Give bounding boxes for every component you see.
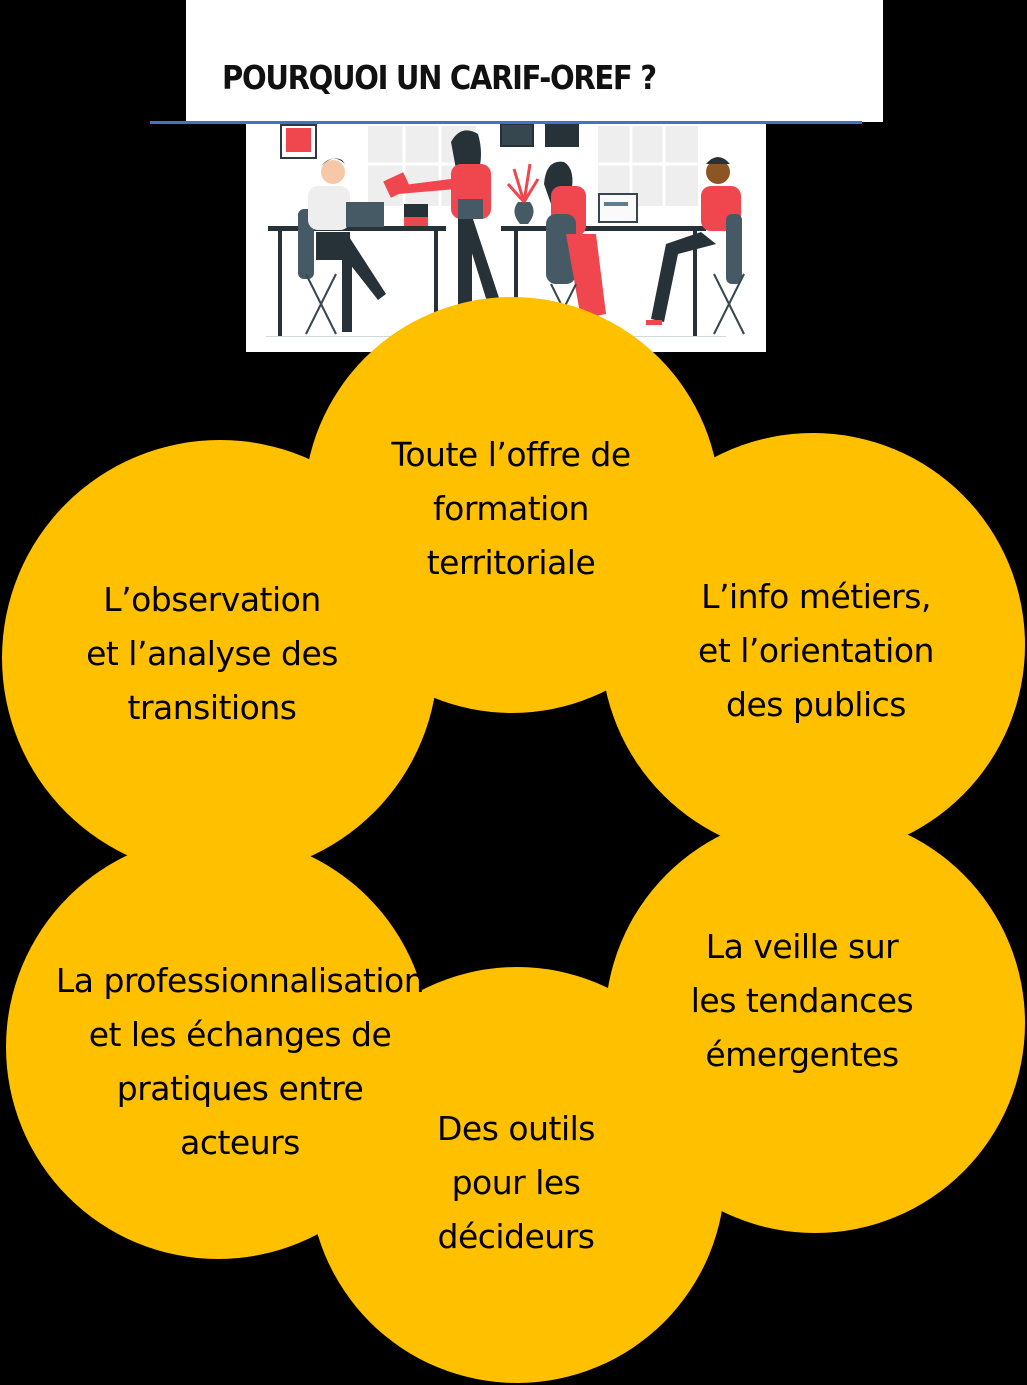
office-illustration-icon bbox=[266, 124, 745, 337]
petal-text-line: formation bbox=[433, 489, 589, 528]
petal-text-line: La veille sur bbox=[705, 927, 899, 966]
page-title: POURQUOI UN CARIF-OREF ? bbox=[222, 58, 657, 97]
petal-text-line: des publics bbox=[726, 685, 906, 724]
petal-upper-left-text: L’observation et l’analyse des transitio… bbox=[62, 573, 362, 735]
petal-text-line: La professionnalisation bbox=[55, 961, 425, 1000]
title-box: POURQUOI UN CARIF-OREF ? bbox=[186, 0, 883, 122]
petal-bottom bbox=[309, 967, 725, 1383]
petal-text-line: pratiques entre bbox=[116, 1069, 364, 1108]
petal-text-line: décideurs bbox=[437, 1217, 596, 1256]
petal-text-line: Toute l’offre de bbox=[391, 435, 631, 474]
petal-text-line: et l’orientation bbox=[698, 631, 934, 670]
petal-top-text: Toute l’offre de formation territoriale bbox=[360, 428, 662, 590]
petal-text-line: transitions bbox=[127, 688, 297, 727]
title-underline bbox=[150, 121, 862, 124]
office-team-illustration bbox=[246, 124, 766, 352]
petal-text-line: émergentes bbox=[705, 1035, 899, 1074]
petal-text-line: Des outils bbox=[437, 1109, 595, 1148]
petal-text-line: les tendances bbox=[690, 981, 914, 1020]
petal-text-line: territoriale bbox=[426, 543, 596, 582]
petal-text-line: et les échanges de bbox=[88, 1015, 392, 1054]
petal-upper-right bbox=[601, 433, 1025, 857]
petal-text-line: et l’analyse des bbox=[86, 634, 338, 673]
petal-lower-right-text: La veille sur les tendances émergentes bbox=[662, 920, 942, 1082]
petal-upper-right-text: L’info métiers, et l’orientation des pub… bbox=[668, 570, 964, 732]
petal-text-line: acteurs bbox=[180, 1123, 300, 1162]
petal-bottom-text: Des outils pour les décideurs bbox=[396, 1102, 636, 1264]
petal-text-line: L’observation bbox=[103, 580, 321, 619]
petal-text-line: pour les bbox=[451, 1163, 581, 1202]
petal-lower-left-text: La professionnalisation et les échanges … bbox=[30, 954, 450, 1170]
petal-upper-left bbox=[2, 440, 438, 876]
six-point-star-icon bbox=[335, 723, 672, 943]
petal-text-line: L’info métiers, bbox=[701, 577, 931, 616]
